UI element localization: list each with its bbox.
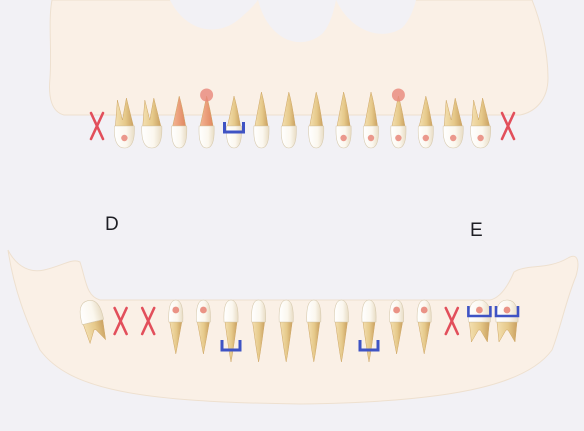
- pulp-lesion-marker: [421, 307, 428, 314]
- missing-tooth-mark: [502, 113, 514, 139]
- tooth-crown: [309, 126, 324, 148]
- tooth-crown: [251, 300, 265, 322]
- tooth-crown: [226, 126, 241, 148]
- pulp-lesion-marker: [121, 135, 127, 141]
- apex-lesion-marker: [392, 89, 405, 102]
- tooth-upper-12: [391, 89, 406, 149]
- pulp-lesion-marker: [340, 135, 346, 141]
- tooth-crown: [254, 126, 269, 148]
- tooth-crown: [362, 300, 376, 322]
- tooth-crown: [224, 300, 238, 322]
- side-label-right: E: [470, 220, 483, 242]
- missing-tooth-mark: [91, 113, 103, 139]
- pulp-lesion-marker: [423, 135, 429, 141]
- tooth-upper-1: [91, 113, 103, 139]
- pulp-lesion-marker: [477, 135, 483, 141]
- tooth-upper-5: [199, 89, 214, 149]
- tooth-crown: [307, 300, 321, 322]
- tooth-crown: [142, 126, 162, 148]
- pulp-lesion-marker: [476, 307, 483, 314]
- tooth-crown: [334, 300, 348, 322]
- side-label-left: D: [105, 214, 119, 236]
- pulp-lesion-marker: [172, 307, 179, 314]
- pulp-lesion-marker: [450, 135, 456, 141]
- pulp-lesion-marker: [395, 135, 401, 141]
- tooth-crown: [279, 300, 293, 322]
- tooth-crown: [281, 126, 296, 148]
- tooth-crown: [172, 126, 187, 148]
- pulp-lesion-marker: [368, 135, 374, 141]
- tooth-crown: [199, 126, 214, 148]
- pulp-lesion-marker: [393, 307, 400, 314]
- apex-lesion-marker: [200, 89, 213, 102]
- tooth-upper-16: [502, 113, 514, 139]
- pulp-lesion-marker: [504, 307, 511, 314]
- pulp-lesion-marker: [200, 307, 207, 314]
